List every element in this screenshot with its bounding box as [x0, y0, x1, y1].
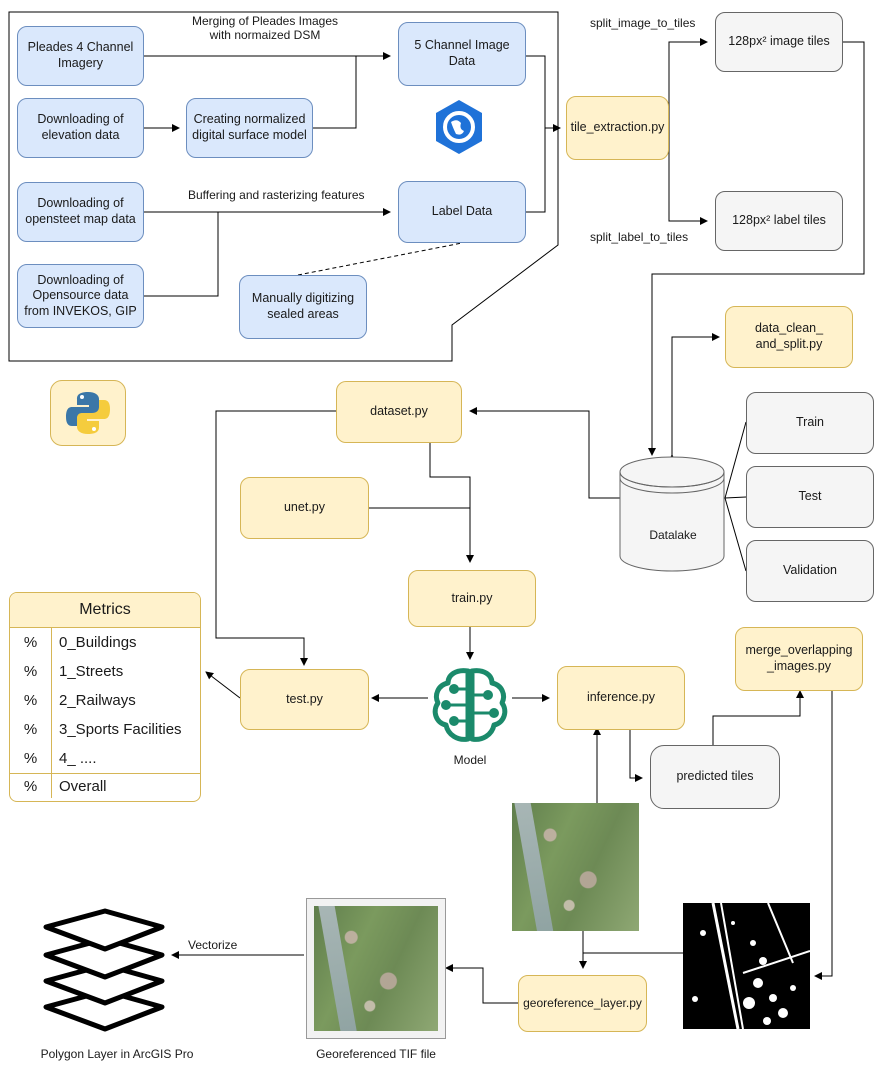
- metric-pct: %: [10, 744, 52, 773]
- unet-box[interactable]: unet.py: [240, 477, 369, 539]
- train-box[interactable]: train.py: [408, 570, 536, 627]
- georeferenced-tif-image: [314, 906, 438, 1031]
- test-box[interactable]: test.py: [240, 669, 369, 730]
- predicted-tiles-box[interactable]: predicted tiles: [650, 745, 780, 809]
- metric-pct: %: [10, 774, 52, 798]
- datalake-cylinder: [619, 456, 725, 572]
- georeference-layer-box[interactable]: georeference_layer.py: [518, 975, 647, 1032]
- metrics-row: % 0_Buildings: [10, 628, 200, 657]
- python-logo-tile: [50, 380, 126, 446]
- metric-name: 4_ ....: [59, 750, 97, 767]
- aerial-image: [512, 803, 639, 931]
- polygon-layers-icon: [43, 908, 165, 1032]
- metrics-title: Metrics: [10, 593, 200, 628]
- metrics-table: Metrics % 0_Buildings % 1_Streets % 2_Ra…: [9, 592, 201, 802]
- split-label-label: split_label_to_tiles: [590, 230, 689, 244]
- test-split-box[interactable]: Test: [746, 466, 874, 528]
- merging-label: Merging of Pleades Images with normaized…: [191, 14, 339, 43]
- pipeline-group-border: [8, 11, 559, 362]
- split-image-label: split_image_to_tiles: [590, 16, 696, 30]
- elevation-data-box[interactable]: Downloading of elevation data: [17, 98, 144, 158]
- polygon-layer-label: Polygon Layer in ArcGIS Pro: [40, 1047, 194, 1061]
- arcgis-globe-icon: [436, 100, 482, 154]
- metrics-row: % 3_Sports Facilities: [10, 715, 200, 744]
- georeferenced-tif-frame: [306, 898, 446, 1039]
- five-channel-box[interactable]: 5 Channel Image Data: [398, 22, 526, 86]
- manual-digitizing-box[interactable]: Manually digitizing sealed areas: [239, 275, 367, 339]
- metric-name: 3_Sports Facilities: [59, 721, 182, 738]
- dataset-box[interactable]: dataset.py: [336, 381, 462, 443]
- vectorize-label: Vectorize: [188, 938, 238, 952]
- georef-tif-label: Georeferenced TIF file: [316, 1047, 436, 1061]
- metrics-overall-row: % Overall: [10, 773, 200, 798]
- pleiades-imagery-box[interactable]: Pleades 4 Channel Imagery: [17, 26, 144, 86]
- inference-box[interactable]: inference.py: [557, 666, 685, 730]
- metric-pct: %: [10, 628, 52, 657]
- merge-overlapping-box[interactable]: merge_overlapping _images.py: [735, 627, 863, 691]
- metric-name: Overall: [59, 777, 107, 795]
- metric-name: 0_Buildings: [59, 634, 137, 651]
- ndsm-box[interactable]: Creating normalized digital surface mode…: [186, 98, 313, 158]
- metric-pct: %: [10, 657, 52, 686]
- metrics-row: % 4_ ....: [10, 744, 200, 773]
- data-clean-split-box[interactable]: data_clean_ and_split.py: [725, 306, 853, 368]
- label-tiles-box[interactable]: 128px² label tiles: [715, 191, 843, 251]
- metric-pct: %: [10, 686, 52, 715]
- datalake-label: Datalake: [649, 528, 697, 542]
- image-tiles-box[interactable]: 128px² image tiles: [715, 12, 843, 72]
- metrics-row: % 2_Railways: [10, 686, 200, 715]
- metric-name: 1_Streets: [59, 663, 124, 680]
- train-split-box[interactable]: Train: [746, 392, 874, 454]
- python-logo-icon: [66, 392, 110, 434]
- opensource-data-box[interactable]: Downloading of Opensource data from INVE…: [17, 264, 144, 328]
- metric-name: 2_Railways: [59, 692, 136, 709]
- tile-extraction-box[interactable]: tile_extraction.py: [566, 96, 669, 160]
- model-label: Model: [453, 753, 487, 767]
- osm-data-box[interactable]: Downloading of opensteet map data: [17, 182, 144, 242]
- metrics-row: % 1_Streets: [10, 657, 200, 686]
- buffering-label: Buffering and rasterizing features: [188, 188, 365, 202]
- validation-split-box[interactable]: Validation: [746, 540, 874, 602]
- label-data-box[interactable]: Label Data: [398, 181, 526, 243]
- model-brain-icon: [432, 668, 508, 742]
- prediction-mask-image: [683, 903, 810, 1029]
- metric-pct: %: [10, 715, 52, 744]
